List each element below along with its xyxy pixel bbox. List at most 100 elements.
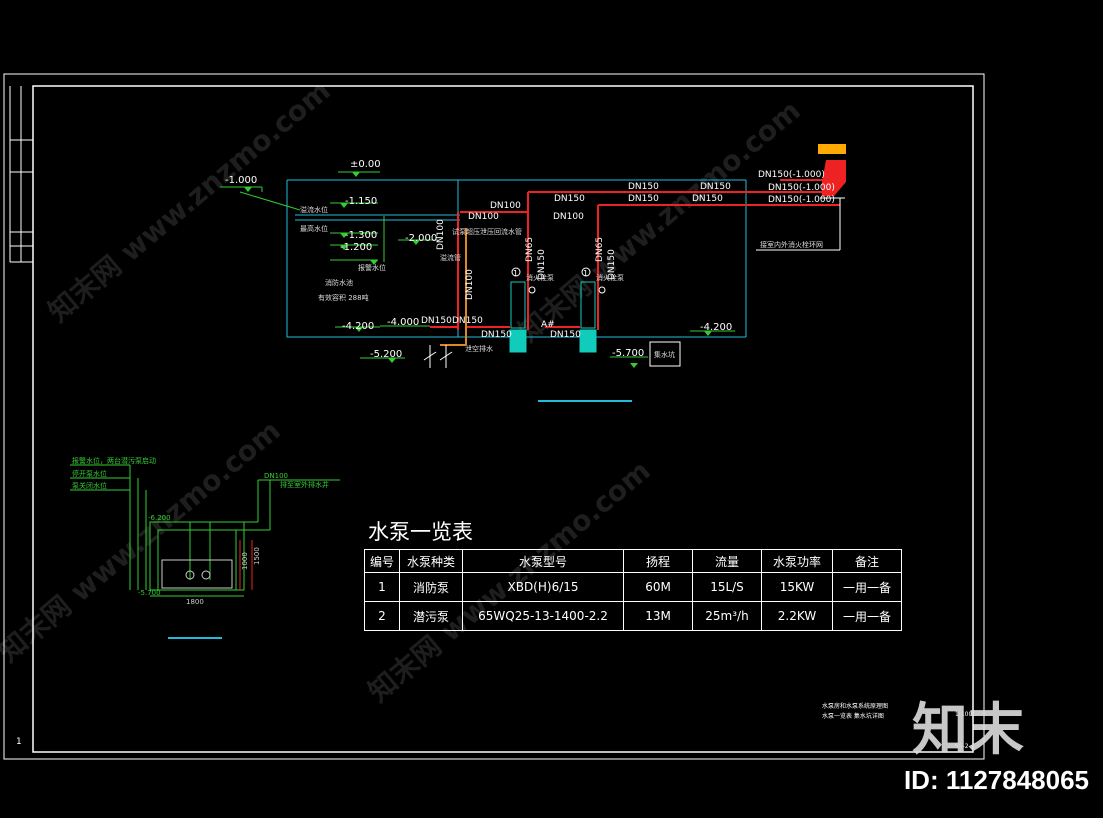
pipe-label: DN100 xyxy=(490,201,521,211)
pump-table: 编号 水泵种类 水泵型号 扬程 流量 水泵功率 备注 1 消防泵 XBD(H)6… xyxy=(364,549,902,631)
level-label: -1.200 xyxy=(340,242,372,253)
table-cell: 消防泵 xyxy=(399,572,463,602)
pipe-label: 1 xyxy=(513,269,518,278)
pipe-label: A# xyxy=(541,320,555,330)
column-header: 水泵功率 xyxy=(761,549,833,573)
pipe-label: DN65 xyxy=(595,237,605,262)
table-cell: 一用一备 xyxy=(832,601,902,631)
table-cell: 15KW xyxy=(761,572,833,602)
exhaust-fitting xyxy=(818,144,846,196)
pipe-label: DN150 xyxy=(692,194,723,204)
outer-frame xyxy=(3,73,985,760)
annotation: 试泵超压泄压回流水管 xyxy=(452,227,522,236)
pipe-label: DN150 xyxy=(452,316,483,326)
level-label: -1.150 xyxy=(345,196,377,207)
pipe-label: DN100 xyxy=(468,212,499,222)
level-label: -5.700 xyxy=(612,348,644,359)
pipe-label: DN150 xyxy=(537,249,547,280)
pump-bodies xyxy=(509,281,597,353)
level-label: -5.200 xyxy=(370,349,402,360)
level-label: -4.000 xyxy=(387,317,419,328)
annotation: 排至室外排水井 xyxy=(280,480,329,489)
misc-lines xyxy=(423,197,845,368)
dimension-label: 1500 xyxy=(253,547,261,565)
annotation: 消火栓泵 xyxy=(526,273,554,282)
sheet-mark: 1 xyxy=(16,737,22,747)
pipe-label: DN150 xyxy=(700,182,731,192)
note-text: 水泵一览表 集水坑详图 xyxy=(822,712,884,720)
annotation: 停开泵水位 xyxy=(72,469,107,478)
pipe-label: DN100 xyxy=(436,219,446,250)
pipe-label: DN100 xyxy=(553,212,584,222)
annotation: 集水坑 xyxy=(654,350,675,359)
table-cell: XBD(H)6/15 xyxy=(462,572,624,602)
pipe-label: DN150 xyxy=(481,330,512,340)
annotation: 溢流管 xyxy=(440,253,461,262)
pipe-label: DN65 xyxy=(525,237,535,262)
level-label: -4.200 xyxy=(700,322,732,333)
pipe-label: 1 xyxy=(583,269,588,278)
sump-dim xyxy=(239,540,253,590)
level-label: ±0.00 xyxy=(350,159,381,170)
corner-text: SS-2 xyxy=(955,743,969,750)
table-header-row: 编号 水泵种类 水泵型号 扬程 流量 水泵功率 备注 xyxy=(364,549,902,573)
annotation: 最高水位 xyxy=(300,224,328,233)
table-cell: 2 xyxy=(364,601,400,631)
pipe-label: DN150 xyxy=(607,249,617,280)
annotation: 报警水位 xyxy=(358,263,386,272)
level-label: -4.200 xyxy=(342,321,374,332)
sump-frame xyxy=(161,559,233,589)
level-label: -2.000 xyxy=(405,233,437,244)
annotation: 消火栓泵 xyxy=(596,273,624,282)
pipe-label: DN100 xyxy=(465,269,475,300)
column-header: 水泵种类 xyxy=(399,549,463,573)
table-cell: 潜污泵 xyxy=(399,601,463,631)
column-header: 编号 xyxy=(364,549,400,573)
table-row: 1 消防泵 XBD(H)6/15 60M 15L/S 15KW 一用一备 xyxy=(364,572,902,602)
level-markers xyxy=(244,172,712,368)
dimension-label: 1800 xyxy=(186,598,204,606)
brand-logo: 知末 xyxy=(912,698,1024,763)
annotation: 接室内外消火栓环网 xyxy=(760,240,823,249)
column-header: 流量 xyxy=(692,549,762,573)
sump-detail xyxy=(70,464,340,597)
annotation: 有效容积 288吨 xyxy=(318,293,369,302)
pipe-label: DN150 xyxy=(421,316,452,326)
level-label: -1.000 xyxy=(225,175,257,186)
column-header: 扬程 xyxy=(623,549,693,573)
annotation: 泵关闭水位 xyxy=(72,481,107,490)
image-id-label: ID: 1127848065 xyxy=(903,765,1089,795)
column-header: 水泵型号 xyxy=(462,549,624,573)
dimension-label: 1000 xyxy=(241,552,249,570)
pipe-label: DN150 xyxy=(628,182,659,192)
note-text: 水泵房和水泵系统原理图 xyxy=(822,702,888,710)
pipe-label: DN150(-1.000) xyxy=(768,195,835,205)
pipe-label: DN150 xyxy=(554,194,585,204)
annotation: -5.700 xyxy=(138,589,161,597)
pipe-label: DN150 xyxy=(628,194,659,204)
column-header: 备注 xyxy=(832,549,902,573)
table-cell: 15L/S xyxy=(692,572,762,602)
table-cell: 13M xyxy=(623,601,693,631)
annotation: 报警水位，两台潜污泵启动 xyxy=(72,456,156,465)
corner-text: 1:100 xyxy=(955,711,972,718)
pipe-label: DN150(-1.000) xyxy=(758,170,825,180)
pipe-label: DN150(-1.000) xyxy=(768,183,835,193)
table-cell: 65WQ25-13-1400-2.2 xyxy=(462,601,624,631)
pipe-label: DN150 xyxy=(550,330,581,340)
inner-frame xyxy=(32,85,974,753)
table-cell: 2.2KW xyxy=(761,601,833,631)
annotation: 消防水池 xyxy=(325,278,353,287)
annotation: DN100 xyxy=(264,472,288,480)
table-cell: 60M xyxy=(623,572,693,602)
annotation: 溢流水位 xyxy=(300,205,328,214)
table-cell: 一用一备 xyxy=(832,572,902,602)
annotation: -6.200 xyxy=(148,514,171,522)
table-title: 水泵一览表 xyxy=(368,520,473,544)
table-row: 2 潜污泵 65WQ25-13-1400-2.2 13M 25m³/h 2.2K… xyxy=(364,601,902,631)
table-cell: 25m³/h xyxy=(692,601,762,631)
level-label: -1.300 xyxy=(345,230,377,241)
annotation: 泄空排水 xyxy=(465,344,493,353)
table-cell: 1 xyxy=(364,572,400,602)
